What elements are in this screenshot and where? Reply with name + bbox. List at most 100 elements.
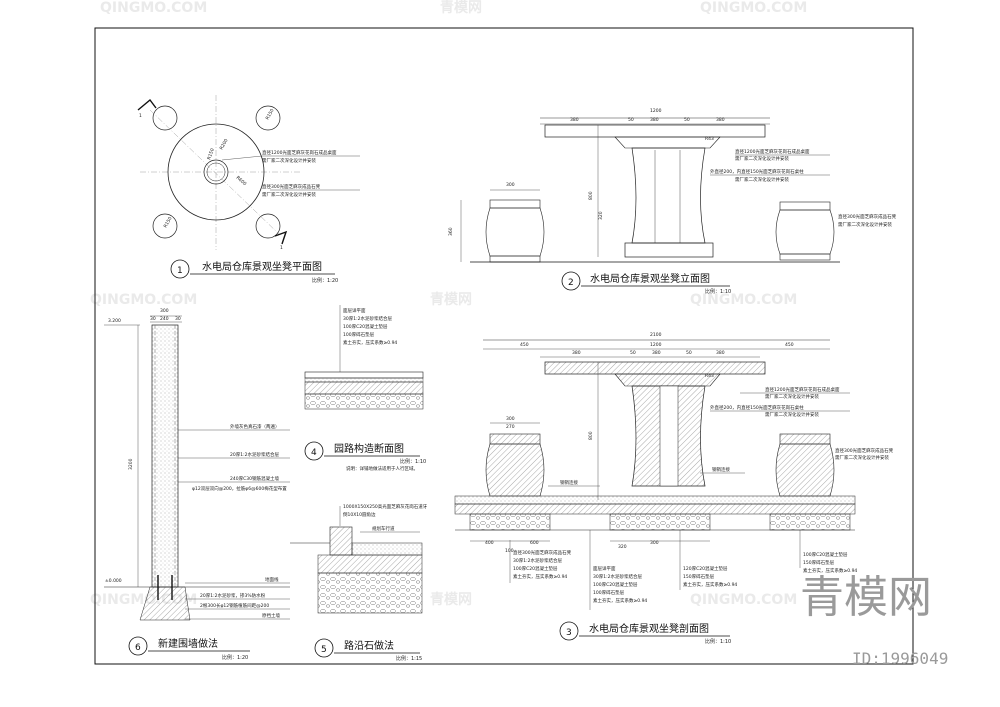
note: 素土夯实，压实系数≥0.94 [683, 581, 737, 588]
note: 240厚C30钢筋混凝土墙 [230, 475, 279, 482]
dim-label: R150 [265, 108, 276, 121]
dim-label: 300 [160, 308, 169, 314]
note: 需厂家二次深化设计并安装 [838, 221, 892, 228]
dim-label: 600 [530, 540, 539, 546]
note: φ12双层双向@200，拉筋φ6@600梅花型布置 [192, 485, 287, 492]
note: 直径300光面芝麻灰成品石凳 [835, 447, 894, 454]
dim-label: 450 [520, 342, 529, 348]
watermark-layer: QINGMO.COM 青模网 QINGMO.COM QINGMO.COM 青模网… [90, 0, 807, 608]
dim-label: 50 [684, 117, 690, 123]
site-logo: 青模网 ID:1996049 [800, 572, 948, 668]
logo-text: 青模网 [800, 572, 932, 623]
dim-label: 320 [618, 544, 627, 550]
dim-label: R43 [705, 136, 714, 142]
dim-label: R200 [219, 138, 230, 151]
view-number: 5 [321, 645, 327, 655]
logo-id: ID:1996049 [852, 649, 948, 668]
note: 150厚碎石垫层 [683, 573, 715, 580]
view-3-section: 2100 450 1200 450 380 50 380 50 380 R43 … [454, 332, 894, 645]
watermark-brand: 青模网 [430, 291, 472, 308]
watermark-brand: QINGMO.COM [100, 0, 207, 16]
note: 外直径200，内直径150光面芝麻灰花岗石桌柱 [710, 168, 804, 175]
note: 素土夯实，压实系数≥0.94 [803, 567, 857, 574]
dim-label: R150 [163, 216, 174, 229]
view-5-curb: 1000X150X250高光面芝麻灰花岗石道牙 倒10X10圆角边 规划车行道 … [290, 503, 428, 662]
dim-label: R43 [705, 373, 714, 379]
dim-label: R600 [235, 175, 248, 187]
dim-label: 3200 [128, 458, 134, 470]
view-number: 4 [311, 448, 317, 458]
watermark-brand: QINGMO.COM [90, 292, 197, 308]
dim-label: 800 [588, 431, 594, 440]
note: 地面线 [265, 576, 279, 583]
dim-label: 240 [160, 316, 169, 322]
view-scale: 比例：1:20 [222, 654, 248, 661]
watermark-brand: 青模网 [440, 0, 482, 16]
note: 素土夯实，压实系数≥0.94 [513, 573, 567, 580]
dim-label: 50 [630, 350, 636, 356]
view-subnote: 说明：详铺地做法适用于人行区域。 [346, 465, 418, 472]
note: 直径300光面芝麻灰成品石凳 [513, 549, 572, 556]
note: 面层详平面 [343, 307, 366, 314]
dim-label: 380 [650, 117, 659, 123]
note: 20厚1:2水泥砂浆结合层 [230, 451, 279, 458]
view-title: 水电局仓库景观坐凳平面图 [202, 260, 322, 273]
note: 120厚C20混凝土垫层 [683, 565, 728, 572]
view-number: 6 [135, 643, 141, 653]
dim-label: 380 [716, 350, 725, 356]
note: 100厚碎石垫层 [593, 589, 625, 596]
dim-label: 30 [175, 316, 181, 322]
view-title: 新建围墙做法 [158, 637, 218, 650]
dim-label: 300 [506, 182, 515, 188]
view-1-plan: 1 1 R150 R200 R600 R150 R150 直径1200光面芝麻灰… [137, 95, 360, 284]
dim-label: 300 [506, 416, 515, 422]
watermark-brand: QINGMO.COM [700, 0, 807, 16]
note: 30厚1:2水泥砂浆结合层 [593, 573, 642, 580]
watermark-brand: QINGMO.COM [690, 592, 797, 608]
note: 需厂家二次深化设计并安装 [765, 393, 819, 400]
note: 外直径200，内直径150光面芝麻灰花岗石桌柱 [710, 404, 804, 411]
cut-label: 1 [139, 113, 142, 119]
dim-label: 380 [572, 350, 581, 356]
dim-label: 100 [505, 548, 514, 554]
view-scale: 比例：1:15 [396, 655, 422, 662]
dim-label: 50 [686, 350, 692, 356]
note: 30厚1:2水泥砂浆结合层 [513, 557, 562, 564]
note: 直径1200光面芝麻灰花岗石成品桌面 [262, 149, 337, 156]
view-scale: 比例：1:10 [705, 638, 731, 645]
note: 100厚C20混凝土垫层 [513, 565, 558, 572]
note: 钢销连接 [712, 466, 730, 473]
view-number: 1 [177, 266, 183, 276]
note: 2根300长φ12钢筋植筋间距@200 [200, 602, 269, 609]
view-title: 路沿石做法 [344, 639, 394, 652]
note: 规划车行道 [372, 525, 395, 532]
watermark-brand: QINGMO.COM [690, 292, 797, 308]
view-title: 园路构造断面图 [334, 442, 404, 455]
note: 100厚碎石垫层 [343, 331, 375, 338]
dim-label: 380 [570, 117, 579, 123]
note: 30厚1:2水泥砂浆结合层 [343, 315, 392, 322]
dim-label: 50 [628, 117, 634, 123]
note: 原挡土墙 [262, 612, 280, 619]
view-4-path-section: 面层详平面 30厚1:2水泥砂浆结合层 100厚C20混凝土垫层 100厚碎石垫… [304, 305, 426, 472]
note: 素土夯实，压实系数≥0.94 [593, 597, 647, 604]
sheet-border [94, 27, 914, 665]
note: 直径300光面芝麻灰成品石凳 [838, 213, 897, 220]
note: 素土夯实，压实系数≥0.94 [343, 339, 397, 346]
note: 面层详平面 [593, 565, 616, 572]
note: 需厂家二次深化设计并安装 [735, 155, 789, 162]
note: 需厂家二次深化设计并安装 [262, 191, 316, 198]
dim-label: R150 [206, 147, 216, 160]
note: 100厚C20混凝土垫层 [343, 323, 388, 330]
note: 需厂家二次深化设计并安装 [765, 411, 819, 418]
note: 20厚1:2水泥砂浆，掺3%防水粉 [200, 592, 266, 599]
dim-label: 360 [448, 227, 454, 236]
note: 需厂家二次深化设计并安装 [262, 157, 316, 164]
dim-label: 400 [485, 540, 494, 546]
dim-label: 270 [506, 424, 515, 430]
view-number-circle [170, 259, 190, 279]
view-scale: 比例：1:10 [400, 458, 426, 465]
note: 100厚C20混凝土垫层 [803, 551, 848, 558]
dim-label: 380 [716, 117, 725, 123]
